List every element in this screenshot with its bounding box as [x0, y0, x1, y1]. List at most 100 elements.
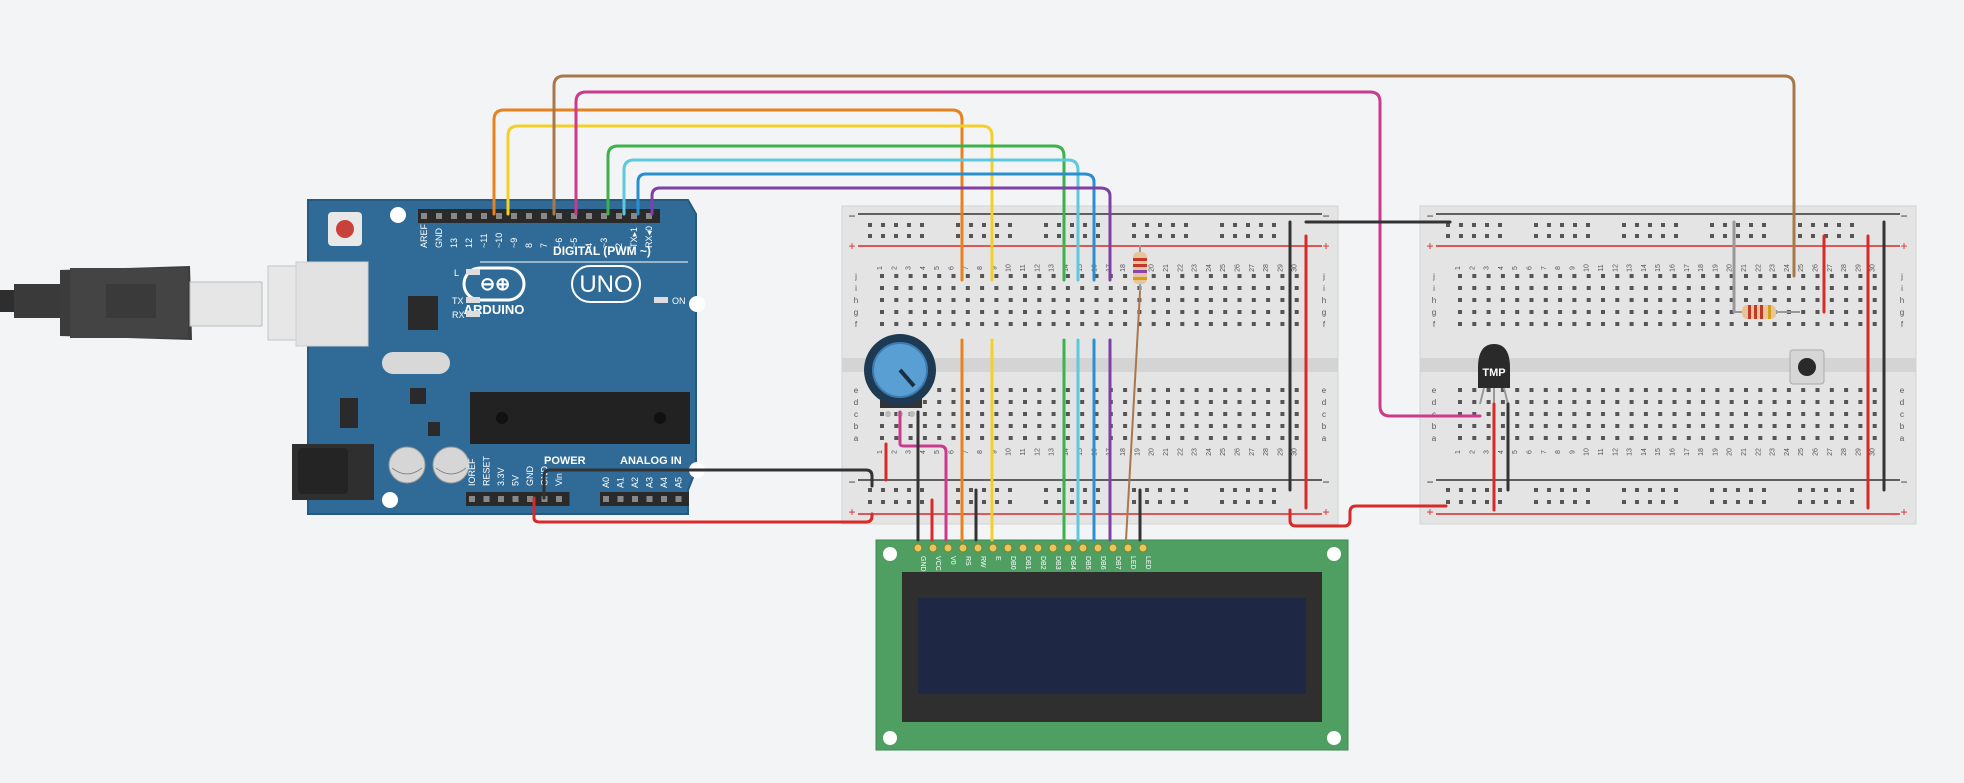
hole[interactable]	[1037, 436, 1042, 440]
hole[interactable]	[1672, 412, 1677, 416]
hole[interactable]	[1572, 322, 1577, 326]
hole[interactable]	[1294, 400, 1299, 404]
hole[interactable]	[1080, 274, 1085, 278]
hole[interactable]	[1572, 310, 1577, 314]
hole[interactable]	[1266, 412, 1271, 416]
hole[interactable]	[1815, 298, 1820, 302]
hole[interactable]	[1108, 322, 1113, 326]
hole[interactable]	[1515, 322, 1520, 326]
hole[interactable]	[1772, 412, 1777, 416]
hole[interactable]	[1601, 310, 1605, 314]
hole[interactable]	[1543, 400, 1548, 404]
hole[interactable]	[1023, 388, 1027, 392]
hole[interactable]	[1137, 388, 1142, 392]
hole[interactable]	[1715, 436, 1720, 440]
hole[interactable]	[1744, 298, 1748, 302]
hole[interactable]	[908, 424, 913, 428]
hole[interactable]	[1543, 298, 1548, 302]
hole[interactable]	[980, 424, 985, 428]
hole[interactable]	[1194, 310, 1199, 314]
hole[interactable]	[1829, 298, 1834, 302]
hole[interactable]	[1586, 436, 1591, 440]
hole[interactable]	[1486, 424, 1491, 428]
hole[interactable]	[922, 310, 927, 314]
hole[interactable]	[1294, 388, 1299, 392]
hole[interactable]	[1008, 286, 1013, 290]
hole[interactable]	[1844, 298, 1849, 302]
hole[interactable]	[1786, 388, 1791, 392]
hole[interactable]	[965, 274, 970, 278]
hole[interactable]	[1701, 274, 1706, 278]
hole[interactable]	[1051, 298, 1056, 302]
lcd-pin[interactable]	[1063, 543, 1073, 553]
wire-5v[interactable]	[532, 496, 874, 524]
hole[interactable]	[1194, 322, 1199, 326]
hole[interactable]	[1558, 286, 1563, 290]
hole[interactable]	[1872, 310, 1877, 314]
hole[interactable]	[1051, 400, 1056, 404]
hole[interactable]	[1137, 436, 1142, 440]
hole[interactable]	[1858, 310, 1863, 314]
hole[interactable]	[880, 286, 884, 290]
hole[interactable]	[1180, 298, 1185, 302]
hole[interactable]	[980, 322, 985, 326]
hole[interactable]	[1123, 424, 1128, 428]
hole[interactable]	[1844, 412, 1849, 416]
hole[interactable]	[1844, 400, 1849, 404]
hole[interactable]	[1194, 424, 1199, 428]
hole[interactable]	[1151, 274, 1156, 278]
hole[interactable]	[1829, 322, 1834, 326]
hole[interactable]	[1037, 322, 1042, 326]
hole[interactable]	[1123, 298, 1128, 302]
hole[interactable]	[1844, 286, 1849, 290]
hole[interactable]	[1472, 412, 1477, 416]
hole[interactable]	[1829, 436, 1834, 440]
hole[interactable]	[1801, 286, 1806, 290]
hole[interactable]	[1829, 388, 1834, 392]
hole[interactable]	[1251, 436, 1256, 440]
hole[interactable]	[1486, 436, 1491, 440]
hole[interactable]	[1500, 298, 1505, 302]
hole[interactable]	[937, 388, 942, 392]
hole[interactable]	[1500, 310, 1505, 314]
hole[interactable]	[1166, 388, 1170, 392]
analog-pin[interactable]	[603, 496, 609, 502]
hole[interactable]	[1194, 388, 1199, 392]
digital-pin[interactable]	[496, 213, 502, 219]
power-pin[interactable]	[556, 496, 562, 502]
hole[interactable]	[1786, 436, 1791, 440]
hole[interactable]	[1529, 388, 1534, 392]
tmp36-sensor[interactable]: TMP	[1478, 344, 1510, 405]
hole[interactable]	[1280, 322, 1285, 326]
lcd-pin[interactable]	[913, 543, 923, 553]
hole[interactable]	[1658, 274, 1663, 278]
wire-gnd[interactable]	[542, 468, 874, 500]
hole[interactable]	[1615, 286, 1620, 290]
hole[interactable]	[1672, 322, 1677, 326]
hole[interactable]	[1065, 400, 1070, 404]
hole[interactable]	[994, 310, 999, 314]
hole[interactable]	[1815, 274, 1820, 278]
lcd-pin[interactable]	[988, 543, 998, 553]
hole[interactable]	[1772, 388, 1777, 392]
hole[interactable]	[1758, 286, 1763, 290]
hole[interactable]	[1601, 388, 1605, 392]
hole[interactable]	[1094, 286, 1099, 290]
hole[interactable]	[937, 400, 942, 404]
hole[interactable]	[1558, 436, 1563, 440]
hole[interactable]	[1729, 412, 1734, 416]
hole[interactable]	[1023, 298, 1027, 302]
hole[interactable]	[1829, 286, 1834, 290]
hole[interactable]	[1051, 310, 1056, 314]
hole[interactable]	[1658, 310, 1663, 314]
hole[interactable]	[1166, 274, 1170, 278]
hole[interactable]	[1601, 298, 1605, 302]
hole[interactable]	[951, 436, 956, 440]
hole[interactable]	[951, 298, 956, 302]
hole[interactable]	[1844, 436, 1849, 440]
hole[interactable]	[1629, 274, 1634, 278]
hole[interactable]	[1180, 286, 1185, 290]
hole[interactable]	[1008, 298, 1013, 302]
hole[interactable]	[994, 322, 999, 326]
